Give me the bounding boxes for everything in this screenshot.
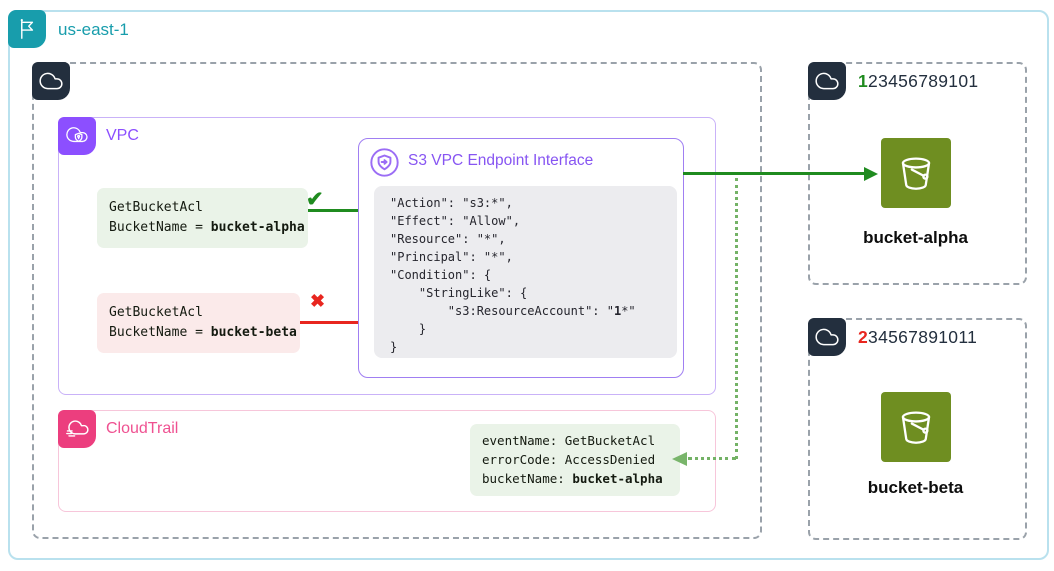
check-icon: ✔ <box>306 188 324 211</box>
cloudtrail-log-box: eventName: GetBucketAcl errorCode: Acces… <box>470 424 680 497</box>
connector-allowed-line <box>308 209 358 212</box>
endpoint-title: S3 VPC Endpoint Interface <box>408 152 594 169</box>
region-flag-icon <box>8 10 46 48</box>
vpc-label: VPC <box>106 127 139 144</box>
bucket-beta-icon <box>881 392 951 462</box>
account-1-cloud-icon <box>808 62 846 100</box>
policy-text-end: *" } } <box>390 304 636 354</box>
endpoint-policy-code: "Action": "s3:*", "Effect": "Allow", "Re… <box>374 186 677 358</box>
vpc-icon <box>58 117 96 155</box>
account-1-id: 123456789101 <box>858 71 978 92</box>
request-allowed-text: GetBucketAcl BucketName = <box>109 200 203 236</box>
cloudtrail-label: CloudTrail <box>106 420 179 437</box>
policy-account-prefix: 1 <box>613 304 622 318</box>
request-allowed-bucket: bucket-alpha <box>210 220 305 236</box>
aws-cloud-box <box>32 62 762 539</box>
arrowhead-left-icon <box>672 452 687 466</box>
account-2-id-prefix: 2 <box>858 327 869 347</box>
cross-icon: ✖ <box>310 291 326 311</box>
bucket-alpha-label: bucket-alpha <box>863 228 968 247</box>
policy-text: "Action": "s3:*", "Effect": "Allow", "Re… <box>390 196 614 318</box>
request-denied-bucket: bucket-beta <box>210 325 297 341</box>
account-1-id-rest: 23456789101 <box>868 71 979 91</box>
arrowhead-right-icon <box>864 167 878 181</box>
account-2-cloud-icon <box>808 318 846 356</box>
cloudtrail-box <box>58 410 716 512</box>
account-2-box <box>808 318 1027 540</box>
log-bucket: bucket-alpha <box>572 470 663 486</box>
request-allowed-box: GetBucketAcl BucketName = bucket-alpha <box>97 188 308 249</box>
account-1-id-prefix: 1 <box>858 71 869 91</box>
connector-denied-line <box>300 321 358 324</box>
account-2-id: 234567891011 <box>858 327 977 348</box>
request-denied-box: GetBucketAcl BucketName = bucket-beta <box>97 293 300 354</box>
log-text: eventName: GetBucketAcl errorCode: Acces… <box>482 433 656 486</box>
arrow-endpoint-to-bucket-alpha <box>683 172 866 175</box>
request-denied-text: GetBucketAcl BucketName = <box>109 305 203 341</box>
region-box <box>8 10 1049 560</box>
region-label: us-east-1 <box>58 20 129 39</box>
account-2-id-rest: 34567891011 <box>868 327 978 347</box>
cloudtrail-icon <box>58 410 96 448</box>
bucket-alpha-icon <box>881 138 951 208</box>
vpc-box <box>58 117 716 395</box>
bucket-beta-label: bucket-beta <box>867 478 964 497</box>
trace-dotted-vertical <box>735 178 738 459</box>
trace-dotted-horizontal <box>688 457 736 460</box>
endpoint-icon <box>369 147 400 183</box>
aws-cloud-icon <box>32 62 70 100</box>
